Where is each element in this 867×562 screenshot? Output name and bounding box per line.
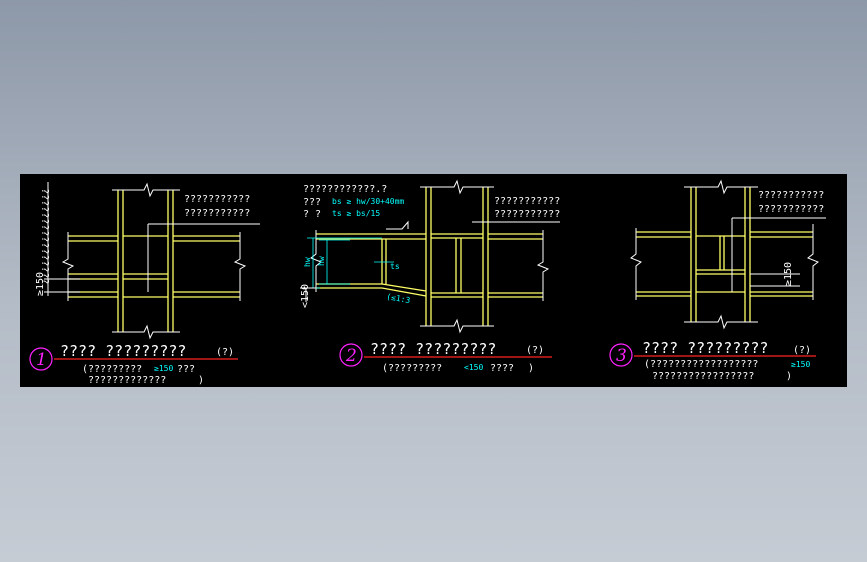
label-ts: ts <box>390 262 400 271</box>
column-1 <box>117 190 174 332</box>
column-3 <box>690 187 751 322</box>
detail-2-header: ????????????.? <box>303 184 387 195</box>
svg-text:2: 2 <box>345 346 357 366</box>
detail-1-note-line1: (????????? <box>82 364 142 375</box>
svg-text:3: 3 <box>616 346 627 366</box>
callout-2-line-2: ??????????? <box>494 209 560 220</box>
detail-3-note-close: ) <box>786 371 792 382</box>
svg-text:1: 1 <box>36 350 47 370</box>
detail-1-note-line1-end: ??? <box>177 364 195 375</box>
detail-2: ????????????.? ??? bs ≥ hw/30+40mm ? ? t… <box>300 179 560 374</box>
vertical-note-1: ???????????????? <box>39 188 50 284</box>
detail-number-1: 1 <box>29 347 53 371</box>
detail-3: ??????????? ??????????? ≥150 3 ???? ????… <box>609 179 826 382</box>
detail-2-title: ???? ????????? <box>370 340 496 358</box>
detail-3-note-line2: ????????????????? <box>652 371 754 382</box>
dimension-2-left <box>300 287 316 302</box>
detail-3-title: ???? ????????? <box>642 339 768 357</box>
detail-number-3: 3 <box>609 343 633 367</box>
beam-1-breaks <box>61 232 247 301</box>
beam-3 <box>636 231 813 297</box>
dimension-1 <box>44 182 260 296</box>
detail-1-note-line2: ????????????? <box>88 375 166 386</box>
detail-1-note-cond: ≥150 <box>154 364 173 373</box>
cad-canvas: ???????????????? ≥150 ??????????? ??????… <box>29 179 826 386</box>
beam-1 <box>68 235 240 298</box>
label-slope: (≤1:3 <box>386 292 411 305</box>
dimension-label-1: ≥150 <box>35 272 46 296</box>
detail-number-2: 2 <box>339 343 363 367</box>
column-3-breaks <box>684 179 758 330</box>
callout-3-line-2: ??????????? <box>758 204 824 215</box>
column-1-break-bottom <box>112 324 180 340</box>
detail-2-note-line1: (????????? <box>382 363 442 374</box>
column-2-breaks <box>420 179 494 334</box>
beam-2-breaks <box>310 220 550 301</box>
detail-1-title: ???? ????????? <box>60 342 186 360</box>
callout-2-line-1: ??????????? <box>494 196 560 207</box>
detail-2-note-cond: <150 <box>464 363 483 372</box>
callout-3-line-1: ??????????? <box>758 190 824 201</box>
detail-1-note-close: ) <box>198 375 204 386</box>
dimension-label-3: ≥150 <box>783 262 794 286</box>
detail-2-formula-1: bs ≥ hw/30+40mm <box>332 197 404 206</box>
dimension-label-2: <150 <box>300 284 311 308</box>
drawing-sheet: ???????????????? ≥150 ??????????? ??????… <box>20 174 847 387</box>
label-hw-inner: hw <box>317 256 326 266</box>
detail-2-note-line1-end: ???? <box>490 363 514 374</box>
detail-2-title-tag: (?) <box>526 345 544 356</box>
detail-2-formula-prefix-1: ??? <box>303 197 321 208</box>
detail-2-formula-2: ts ≥ bs/15 <box>332 209 380 218</box>
detail-1: ???????????????? ≥150 ??????????? ??????… <box>29 182 260 386</box>
detail-1-title-tag: (?) <box>216 347 234 358</box>
detail-3-note-cond: ≥150 <box>791 360 810 369</box>
callout-1-line-2: ??????????? <box>184 208 250 219</box>
beam-2 <box>316 233 543 298</box>
beam-3-breaks <box>630 224 819 300</box>
callout-1-line-1: ??????????? <box>184 194 250 205</box>
detail-3-note-line1: (?????????????????? <box>644 359 758 370</box>
detail-3-title-tag: (?) <box>793 345 811 356</box>
dimension-2 <box>307 237 394 289</box>
detail-2-note-close: ) <box>528 363 534 374</box>
detail-2-formula-prefix-2: ? ? <box>303 209 321 220</box>
dimension-3 <box>731 217 826 292</box>
column-1-break-top <box>112 182 180 198</box>
label-hw-outer: hw <box>303 257 312 267</box>
column-2 <box>425 187 489 326</box>
